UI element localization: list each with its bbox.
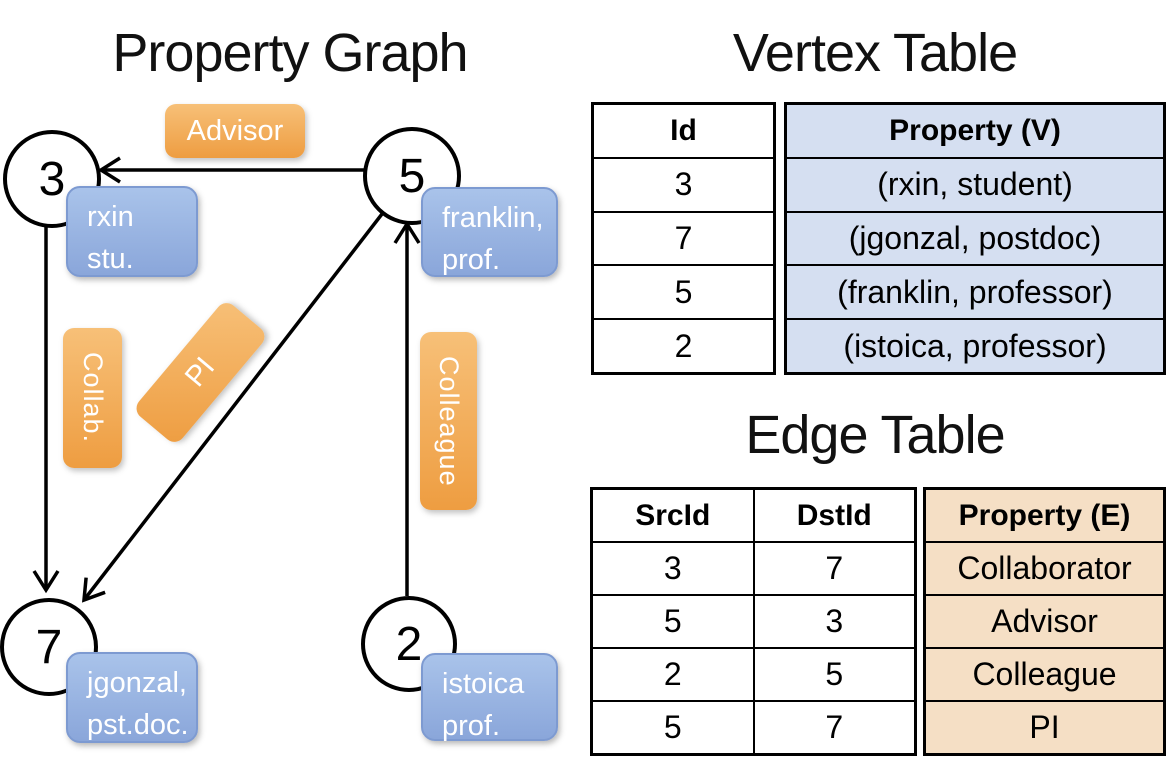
edge-callout-collab: Collab. [63, 328, 122, 468]
callout-line: istoica [442, 668, 525, 700]
graph-node-2: 2 [361, 596, 457, 692]
table-cell: PI [926, 700, 1163, 753]
table-cell: 7 [754, 700, 914, 753]
vertex-callout-istoica: istoica prof. [421, 653, 558, 742]
table-cell: 2 [593, 647, 753, 700]
edge-callout-colleague: Colleague [420, 332, 477, 510]
callout-line: prof. [442, 244, 501, 277]
column-header: DstId [796, 498, 872, 532]
vertex-callout-franklin: franklin, prof. [421, 187, 558, 277]
vertex-table-id-column: Id 3 7 5 2 [591, 102, 776, 375]
table-cell: Advisor [926, 594, 1163, 647]
column-header: Property (E) [958, 498, 1131, 532]
table-cell: 3 [594, 156, 773, 211]
table-cell: 3 [754, 594, 914, 647]
edge-table: SrcId 3 5 2 5 DstId 7 3 5 7 Property (E)… [590, 487, 1166, 756]
edge-label-text: Advisor [186, 114, 284, 147]
edge-table-id-columns: SrcId 3 5 2 5 DstId 7 3 5 7 [590, 487, 917, 756]
callout-line: jgonzal, [87, 667, 187, 699]
column-header: Id [670, 113, 697, 147]
table-cell: 5 [593, 594, 753, 647]
edge-label-text: PI [179, 351, 222, 393]
column-header: SrcId [635, 498, 711, 532]
edge-table-dstid-column: DstId 7 3 5 7 [752, 490, 914, 753]
table-cell: 3 [593, 541, 753, 594]
table-cell: 5 [593, 700, 753, 753]
table-cell: 7 [594, 210, 773, 265]
callout-line: stu. [87, 243, 134, 276]
graph-node-5: 5 [363, 127, 461, 225]
table-column-gap [776, 102, 784, 375]
callout-line: franklin, [442, 202, 544, 234]
vertex-table: Id 3 7 5 2 Property (V) (rxin, student) … [591, 102, 1166, 375]
node-id: 2 [395, 617, 423, 671]
table-cell: 2 [594, 318, 773, 372]
vertex-callout-rxin: rxin stu. [66, 186, 198, 277]
edge-label-text: Collab. [78, 352, 108, 444]
table-cell: (rxin, student) [787, 156, 1163, 211]
edge-table-title: Edge Table [745, 405, 1005, 465]
edge-label-text: Colleague [434, 355, 464, 487]
table-cell: 7 [754, 541, 914, 594]
node-id: 7 [35, 620, 63, 674]
callout-line: prof. [442, 710, 501, 743]
callout-line: rxin [87, 201, 134, 233]
table-column-gap [917, 487, 923, 756]
table-cell: (istoica, professor) [787, 318, 1163, 372]
edge-table-property-column: Property (E) Collaborator Advisor Collea… [923, 487, 1166, 756]
node-id: 3 [38, 152, 66, 206]
table-cell: 5 [754, 647, 914, 700]
table-cell: Colleague [926, 647, 1163, 700]
graph-edges [32, 156, 421, 603]
table-cell: (franklin, professor) [787, 264, 1163, 318]
edge-callout-advisor: Advisor [165, 104, 305, 158]
callout-line: pst.doc. [87, 709, 189, 742]
node-id: 5 [398, 149, 426, 203]
table-cell: 5 [594, 264, 773, 318]
vertex-table-property-column: Property (V) (rxin, student) (jgonzal, p… [784, 102, 1166, 375]
table-cell: (jgonzal, postdoc) [787, 210, 1163, 265]
vertex-callout-jgonzal: jgonzal, pst.doc. [66, 652, 198, 743]
vertex-table-title: Vertex Table [732, 23, 1018, 83]
edge-pi-5-7 [81, 212, 384, 603]
edge-table-srcid-column: SrcId 3 5 2 5 [593, 490, 753, 753]
property-graph-title: Property Graph [112, 23, 468, 83]
table-cell: Collaborator [926, 541, 1163, 594]
column-header: Property (V) [889, 113, 1061, 147]
